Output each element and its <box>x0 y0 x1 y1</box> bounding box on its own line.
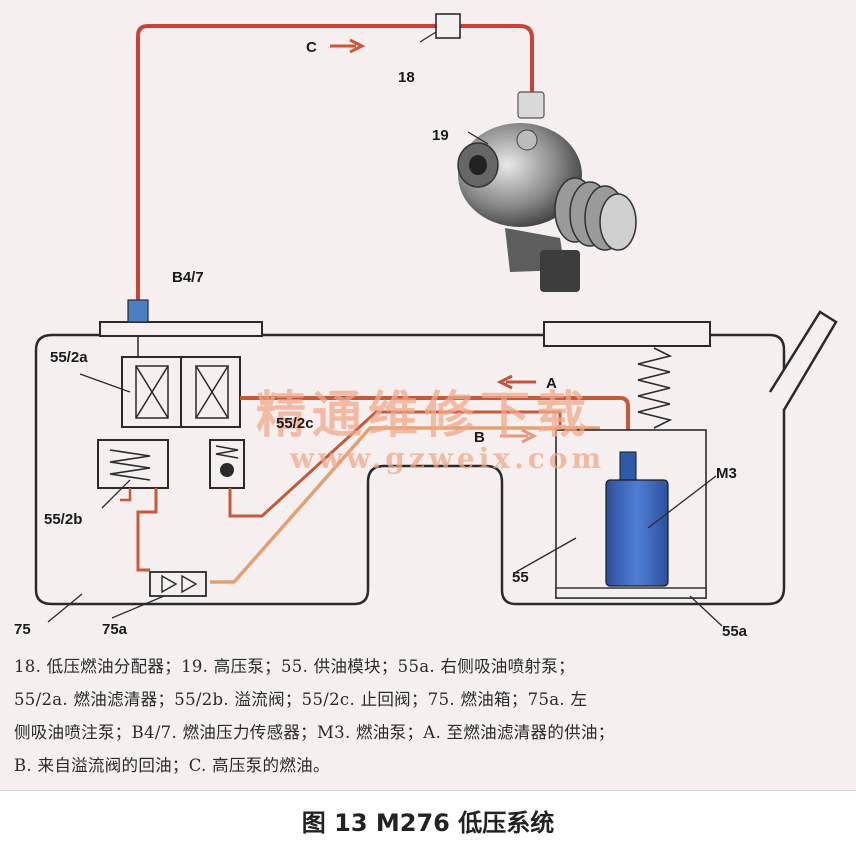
watermark-cn: 精通维修下载 <box>256 385 592 444</box>
supply-line-a <box>240 396 630 452</box>
label-55-2c: 55/2c <box>276 415 314 432</box>
arrow-b <box>500 428 538 444</box>
caption: 18. 低压燃油分配器；19. 高压泵；55. 供油模块；55a. 右侧吸油喷射… <box>14 650 844 782</box>
check-valve-spring <box>215 445 239 459</box>
label-55: 55 <box>512 569 529 586</box>
jet-pump-75a-arrow <box>161 574 198 594</box>
label-b47: B4/7 <box>172 269 204 286</box>
label-55-2b: 55/2b <box>44 511 82 528</box>
label-55-2a: 55/2a <box>50 349 88 366</box>
leader-lines <box>47 31 723 627</box>
watermark-url: www.gzweix.com <box>289 442 605 475</box>
arrow-c <box>330 38 366 54</box>
label-75a: 75a <box>102 621 128 638</box>
high-pressure-pump <box>457 91 637 292</box>
pressure-valve-55-2b <box>97 439 169 489</box>
label-55a: 55a <box>722 623 748 640</box>
module-spring <box>637 347 673 429</box>
caption-line: 55/2a. 燃油滤清器；55/2b. 溢流阀；55/2c. 止回阀；75. 燃… <box>14 690 588 709</box>
distributor-18 <box>435 13 461 39</box>
label-18: 18 <box>398 69 415 86</box>
check-valve-ball <box>220 463 234 477</box>
jet-pump-75a <box>149 571 207 597</box>
return-line-b <box>210 426 600 584</box>
right-flange <box>543 321 711 347</box>
filler-neck <box>768 310 838 411</box>
filter-cross <box>135 365 229 419</box>
caption-line: 侧吸油喷注泵；B4/7. 燃油压力传感器；M3. 燃油泵；A. 至燃油滤清器的供… <box>14 723 615 742</box>
label-75: 75 <box>14 621 31 638</box>
fuel-pump-m3-outlet <box>619 451 637 483</box>
label-c: C <box>306 39 317 56</box>
module-base <box>555 587 707 599</box>
caption-line: B. 来自溢流阀的回油；C. 高压泵的燃油。 <box>14 756 330 775</box>
left-flange <box>99 321 263 337</box>
sensor-b47 <box>127 299 149 323</box>
divider <box>0 790 856 791</box>
label-b: B <box>474 429 485 446</box>
caption-line: 18. 低压燃油分配器；19. 高压泵；55. 供油模块；55a. 右侧吸油喷射… <box>14 657 575 676</box>
supply-line-a-lower <box>228 410 562 518</box>
arrow-a <box>496 374 536 390</box>
valve-spring <box>109 449 151 481</box>
overflow-line <box>120 488 132 502</box>
label-a: A <box>546 375 557 392</box>
label-19: 19 <box>432 127 449 144</box>
label-m3: M3 <box>716 465 737 482</box>
figure-title: 图 13 M276 低压系统 <box>301 809 555 837</box>
jet-pump-feed <box>136 488 158 572</box>
fuel-pump-m3 <box>605 479 669 587</box>
fuel-system-diagram: 精通维修下载 www.gzweix.com C 18 19 B4/7 55/2a… <box>14 13 838 640</box>
high-pressure-line <box>136 24 534 300</box>
